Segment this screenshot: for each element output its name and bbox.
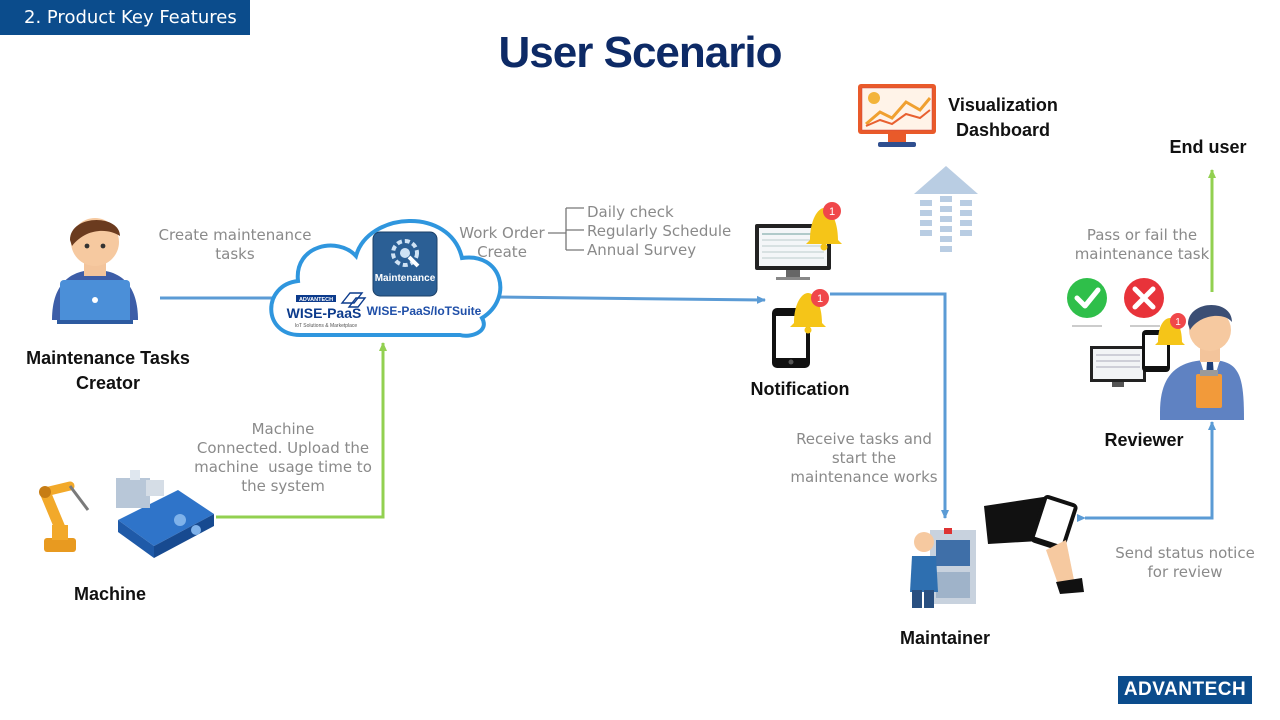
paas-brand: ADVANTECH bbox=[299, 297, 333, 303]
schedule-item-annual: Annual Survey bbox=[587, 241, 697, 259]
svg-text:1: 1 bbox=[1175, 317, 1181, 328]
arrow-maintainer-to-reviewer bbox=[1077, 421, 1216, 522]
actor-label-visualization: Visualization Dashboard bbox=[948, 95, 1058, 140]
badge-reviewer: 1 bbox=[1170, 313, 1186, 329]
schedule-item-daily: Daily check bbox=[587, 203, 674, 221]
edge-label-create-tasks: Create maintenance tasks bbox=[158, 226, 312, 263]
badge-monitor: 1 bbox=[823, 202, 841, 220]
robot-arm-icon bbox=[39, 481, 90, 552]
maintenance-app-icon bbox=[372, 231, 438, 297]
actor-label-end-user: End user bbox=[1169, 137, 1247, 157]
schedule-item-regular: Regularly Schedule bbox=[587, 222, 732, 240]
reviewer-monitor-icon bbox=[1090, 346, 1146, 387]
hand-phone-icon bbox=[984, 494, 1084, 594]
actor-label-reviewer: Reviewer bbox=[1104, 430, 1184, 450]
reviewer-person-icon bbox=[1160, 304, 1244, 420]
production-line-icon bbox=[116, 470, 214, 558]
pass-check-icon bbox=[1067, 278, 1107, 327]
arrow-notification-to-maintainer bbox=[830, 292, 949, 519]
wise-paas-logo bbox=[296, 292, 367, 308]
creator-person-icon bbox=[52, 218, 138, 324]
schedule-bracket bbox=[548, 207, 584, 251]
actor-label-creator: Maintenance Tasks Creator bbox=[26, 348, 190, 393]
actor-label-notification: Notification bbox=[750, 379, 850, 399]
maintainer-person-icon bbox=[910, 528, 976, 608]
advantech-logo: ADVANTECH bbox=[1118, 676, 1252, 704]
svg-text:1: 1 bbox=[817, 293, 823, 305]
paas-sub: IoT Solutions & Marketplace bbox=[295, 323, 358, 329]
actor-label-machine: Machine bbox=[73, 584, 147, 604]
edge-label-send-status: Send status notice for review bbox=[1115, 544, 1255, 581]
badge-phone: 1 bbox=[811, 289, 829, 307]
page-title: User Scenario bbox=[498, 28, 783, 77]
actor-label-maintainer: Maintainer bbox=[899, 628, 991, 648]
edge-label-receive-tasks: Receive tasks and start the maintenance … bbox=[790, 430, 938, 486]
arrow-cloud-to-notification bbox=[491, 295, 766, 304]
fail-cross-icon bbox=[1124, 278, 1164, 327]
maintenance-app-label: Maintenance bbox=[375, 273, 436, 284]
upload-arrows-icon bbox=[914, 166, 978, 252]
suite-label: WISE-PaaS/IoTSuite bbox=[367, 304, 482, 318]
section-tag: 2. Product Key Features bbox=[0, 0, 250, 35]
edge-label-work-order: Work Order Create bbox=[459, 224, 545, 261]
arrow-machine-to-cloud bbox=[216, 342, 387, 519]
edge-label-machine-connected: Machine Connected. Upload the machine us… bbox=[194, 420, 372, 495]
svg-text:1: 1 bbox=[829, 206, 835, 218]
edge-label-pass-fail: Pass or fail the maintenance task bbox=[1074, 226, 1210, 263]
paas-label: WISE-PaaS bbox=[287, 305, 362, 321]
dashboard-monitor-icon bbox=[858, 84, 936, 147]
